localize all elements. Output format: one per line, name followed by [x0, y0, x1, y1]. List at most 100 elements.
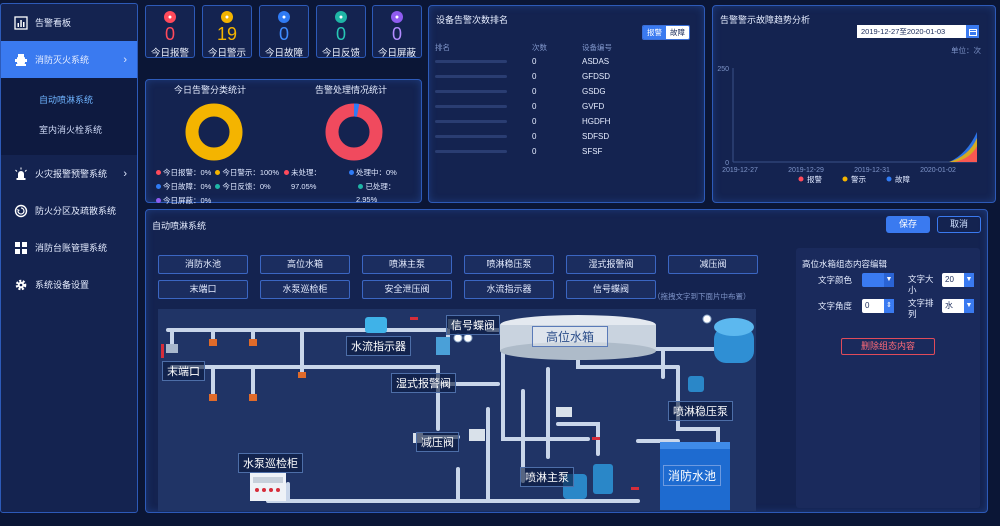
bar-chart-icon [13, 15, 29, 31]
sidebar-item-fire-alarm[interactable]: 火灾报警预警系统 › [1, 155, 137, 192]
stat-icon: ● [164, 11, 176, 23]
stat-icon: ● [335, 11, 347, 23]
legend-unhandled-value: 97.05% [291, 182, 317, 191]
component-button[interactable]: 末端口 [158, 280, 248, 299]
rank-bar-track [435, 105, 507, 108]
spray-title: 自动喷淋系统 [152, 221, 207, 231]
save-button[interactable]: 保存 [886, 216, 930, 233]
ranking-title: 设备告警次数排名 [436, 15, 509, 25]
label-steady-pump[interactable]: 喷淋稳压泵 [668, 401, 733, 421]
col-rank: 排名 [435, 43, 450, 52]
toggle-alarm[interactable]: 报警 [643, 26, 666, 39]
sidebar-item-ledger[interactable]: 消防台账管理系统 [1, 229, 137, 266]
component-button[interactable]: 减压阀 [668, 255, 758, 274]
legend-dot-fault [156, 184, 161, 189]
editor-panel: 高位水箱组态内容编辑 文字颜色 ▼ 文字大小 20 ▼ 文字角度 0 ⇕ 文字排… [796, 248, 980, 508]
spray-diagram: 信号蝶阀 高位水箱 水流指示器 末端口 湿式报警阀 减压阀 喷淋稳压泵 水泵巡检… [158, 309, 756, 511]
label-main-pump[interactable]: 喷淋主泵 [520, 467, 574, 487]
col-count: 次数 [532, 43, 547, 52]
label-wet-alarm-valve[interactable]: 湿式报警阀 [391, 373, 456, 393]
sidebar-subitem-indoor-hydrant[interactable]: 室内消火栓系统 [39, 125, 103, 135]
component-button[interactable]: 信号蝶阀 [566, 280, 656, 299]
legend-dot-handled [358, 184, 364, 189]
rank-bar [435, 54, 532, 69]
handling-stats-title: 告警处理情况统计 [315, 85, 388, 95]
legend-handled-value: 2.95% [356, 195, 378, 204]
chevron-right-icon: › [123, 167, 127, 180]
component-button[interactable]: 湿式报警阀 [566, 255, 656, 274]
category-donut [185, 103, 243, 161]
component-button[interactable]: 水流指示器 [464, 280, 554, 299]
stat-value: 0 [335, 24, 346, 44]
sidebar-item-label: 消防台账管理系统 [35, 243, 108, 253]
grid-icon [13, 240, 29, 256]
rank-device: ASDAS [582, 57, 610, 66]
label-pump-cabinet[interactable]: 水泵巡检柜 [238, 453, 303, 473]
label-pressure-reducer[interactable]: 减压阀 [416, 432, 459, 452]
x-tick-label: 2019-12-29 [788, 167, 824, 174]
sidebar-item-fire-zone[interactable]: 防火分区及疏散系统 [1, 192, 137, 229]
y-tick-label: 0 [725, 160, 729, 167]
cancel-button[interactable]: 取消 [937, 216, 981, 233]
rank-bar [435, 84, 532, 99]
component-button[interactable]: 高位水箱 [260, 255, 350, 274]
sidebar-item-alarm-board[interactable]: 告警看板 [1, 4, 137, 41]
component-button[interactable]: 消防水池 [158, 255, 248, 274]
sidebar-item-label: 火灾报警预警系统 [35, 169, 108, 179]
text-color-select[interactable]: ▼ [862, 273, 894, 287]
col-device: 设备编号 [582, 43, 612, 52]
legend-label: 警示 [851, 174, 866, 184]
legend-dot-feedback [215, 184, 221, 189]
date-range-picker[interactable]: 2019-12-27至2020-01-03 [857, 25, 979, 38]
rank-bar [435, 144, 532, 159]
sidebar-item-label: 消防灭火系统 [35, 55, 90, 65]
legend-feedback: 今日反馈：0% [222, 182, 271, 191]
handling-legend: 未处理： 处理中：0% 97.05% 已处理： 2.95% [284, 167, 424, 204]
handling-donut [325, 103, 383, 161]
toggle-fault[interactable]: 故障 [666, 26, 689, 39]
sidebar-item-fire-extinguish[interactable]: 消防灭火系统 › [1, 41, 137, 78]
rank-device: SFSF [582, 147, 603, 156]
delete-config-button[interactable]: 删除组态内容 [841, 338, 935, 355]
text-angle-input[interactable]: 0 ⇕ [862, 299, 894, 313]
category-stats-title: 今日告警分类统计 [174, 85, 247, 95]
stat-value: 0 [164, 24, 175, 44]
text-size-select[interactable]: 20 ▼ [942, 273, 974, 287]
sidebar-subitem-auto-spray[interactable]: 自动喷淋系统 [39, 95, 94, 105]
component-button[interactable]: 安全泄压阀 [362, 280, 452, 299]
stepper-icon[interactable]: ⇕ [884, 299, 894, 313]
rank-bar-track [435, 120, 507, 123]
legend-alarm: 今日报警：0% [163, 168, 212, 177]
trend-title: 告警警示故障趋势分析 [720, 15, 811, 25]
label-pool[interactable]: 消防水池 [663, 465, 722, 486]
component-button[interactable]: 喷淋稳压泵 [464, 255, 554, 274]
label-end-port[interactable]: 末端口 [162, 361, 205, 381]
rank-device: GFDSD [582, 72, 610, 81]
text-arrange-select[interactable]: 水 ▼ [942, 299, 974, 313]
rank-bar [435, 114, 532, 129]
stat-icon: ● [221, 11, 233, 23]
sidebar: 告警看板 消防灭火系统 › 自动喷淋系统 室内消火栓系统 火灾报警预警系统 › … [0, 3, 138, 513]
legend-dot-shield [156, 198, 161, 203]
label-signal-valve[interactable]: 信号蝶阀 [446, 315, 500, 335]
rank-bar-track [435, 75, 507, 78]
sidebar-item-device-settings[interactable]: 系统设备设置 [1, 266, 137, 303]
label-flow-indicator[interactable]: 水流指示器 [346, 336, 411, 356]
component-button[interactable]: 喷淋主泵 [362, 255, 452, 274]
sidebar-item-label: 系统设备设置 [35, 280, 90, 290]
calendar-icon[interactable] [966, 25, 979, 38]
legend-dot-warning [215, 170, 221, 175]
label-high-tank[interactable]: 高位水箱 [532, 326, 608, 347]
component-button[interactable]: 水泵巡检柜 [260, 280, 350, 299]
legend-processing: 处理中：0% [356, 168, 397, 177]
